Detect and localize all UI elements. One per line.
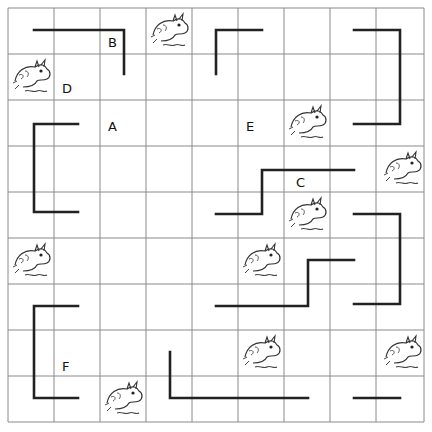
cell-letter: A xyxy=(108,120,117,133)
cell-letter: E xyxy=(246,120,254,133)
cell-letter: D xyxy=(62,82,72,95)
dragon-icons xyxy=(13,14,421,414)
cell-letter: C xyxy=(296,176,305,189)
grid-lines xyxy=(8,8,424,422)
cell-letter: B xyxy=(108,36,117,49)
walls xyxy=(34,30,400,398)
cell-letter: F xyxy=(62,360,69,373)
